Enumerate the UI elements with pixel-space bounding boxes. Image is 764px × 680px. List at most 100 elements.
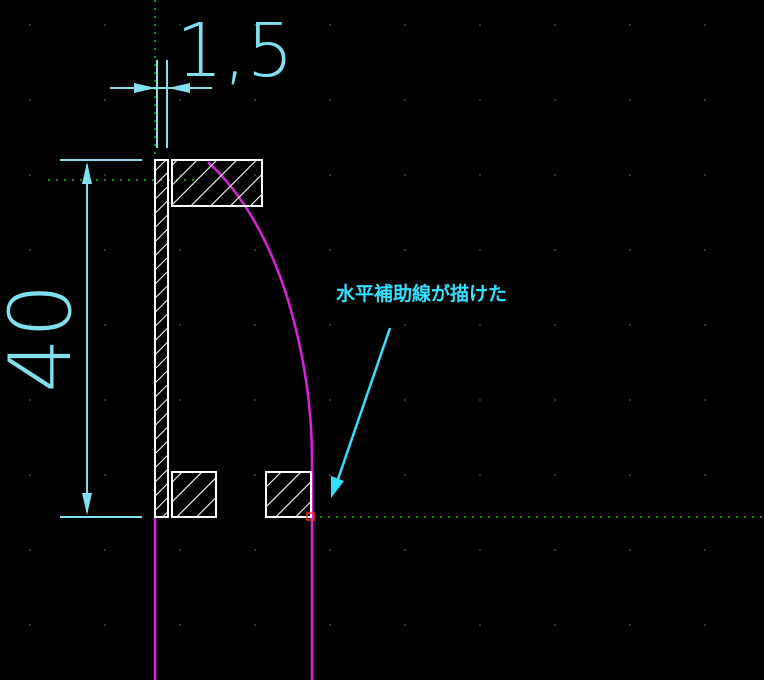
grid-dot xyxy=(404,324,406,326)
grid-dot xyxy=(329,549,331,551)
grid-dot xyxy=(629,24,631,26)
grid-dot xyxy=(404,249,406,251)
grid-dot xyxy=(329,174,331,176)
grid-dot xyxy=(329,99,331,101)
grid-dot xyxy=(479,174,481,176)
bottom-left-block[interactable] xyxy=(171,471,217,518)
grid-dot xyxy=(629,324,631,326)
grid-dot xyxy=(404,474,406,476)
arc-curve[interactable] xyxy=(207,161,314,680)
grid-dot xyxy=(479,474,481,476)
grid-dot xyxy=(629,249,631,251)
grid-dot xyxy=(179,24,181,26)
grid-dot xyxy=(329,624,331,626)
annotation-callout: 水平補助線が描けた xyxy=(331,282,507,498)
grid-dot xyxy=(29,24,31,26)
annotation-arrow-shaft xyxy=(334,327,392,486)
grid-dot xyxy=(629,399,631,401)
thin-vertical-plate[interactable] xyxy=(154,159,169,518)
grid-dot xyxy=(554,324,556,326)
grid-dot xyxy=(254,324,256,326)
grid-dot xyxy=(104,624,106,626)
grid-dot xyxy=(179,399,181,401)
grid-dot xyxy=(29,324,31,326)
grid-dot xyxy=(704,249,706,251)
grid-dot xyxy=(29,399,31,401)
grid-dot xyxy=(254,474,256,476)
grid-dot xyxy=(629,474,631,476)
dimension-arrow-top xyxy=(82,162,92,184)
grid-dot xyxy=(404,549,406,551)
grid-dot xyxy=(479,624,481,626)
grid-dot xyxy=(704,399,706,401)
grid-dot xyxy=(704,24,706,26)
grid-dot xyxy=(629,174,631,176)
grid-dot xyxy=(104,399,106,401)
snap-point-marker xyxy=(306,512,315,521)
grid-dot xyxy=(479,249,481,251)
grid-dot xyxy=(104,474,106,476)
grid-dot xyxy=(329,24,331,26)
annotation-arrow-head xyxy=(331,476,344,498)
grid-dot xyxy=(404,24,406,26)
grid-dot xyxy=(404,99,406,101)
grid-dot xyxy=(554,624,556,626)
hatched-parts xyxy=(154,159,312,518)
grid-dot xyxy=(104,174,106,176)
grid-dot xyxy=(29,249,31,251)
grid-dot xyxy=(329,399,331,401)
grid-dot xyxy=(254,624,256,626)
grid-dot xyxy=(254,99,256,101)
annotation-label: 水平補助線が描けた xyxy=(336,282,507,305)
grid-dot xyxy=(104,249,106,251)
grid-dot xyxy=(629,99,631,101)
bottom-right-block[interactable] xyxy=(265,471,312,518)
grid-dot xyxy=(704,174,706,176)
grid-dot xyxy=(704,624,706,626)
grid-dot xyxy=(179,249,181,251)
grid-dot xyxy=(29,99,31,101)
grid-dot xyxy=(554,549,556,551)
grid-dot xyxy=(479,399,481,401)
grid-dot xyxy=(179,549,181,551)
grid-dot xyxy=(554,24,556,26)
grid-dot xyxy=(704,474,706,476)
width-dimension[interactable]: 1,5 xyxy=(110,8,294,148)
grid-dot xyxy=(629,549,631,551)
grid-dot xyxy=(554,99,556,101)
grid-dot xyxy=(179,324,181,326)
grid-dot xyxy=(404,624,406,626)
grid-dot xyxy=(329,474,331,476)
grid-dot xyxy=(104,99,106,101)
grid-dot xyxy=(104,24,106,26)
grid-dot xyxy=(404,174,406,176)
grid-dot xyxy=(479,99,481,101)
top-block[interactable] xyxy=(171,159,263,207)
grid-dot xyxy=(329,249,331,251)
grid-dot xyxy=(254,399,256,401)
grid-dot xyxy=(254,549,256,551)
grid-dot xyxy=(179,99,181,101)
grid-dot xyxy=(404,399,406,401)
grid-dot xyxy=(29,174,31,176)
grid-dot xyxy=(554,249,556,251)
grid-dot xyxy=(329,324,331,326)
grid-dot xyxy=(29,549,31,551)
grid-dot xyxy=(254,24,256,26)
grid-dot xyxy=(704,99,706,101)
height-dimension[interactable]: 40 xyxy=(0,159,142,518)
grid-dot xyxy=(554,399,556,401)
grid-dot xyxy=(179,624,181,626)
grid-dot xyxy=(104,549,106,551)
grid-dot xyxy=(479,324,481,326)
grid-dot xyxy=(479,24,481,26)
width-arrow-right xyxy=(168,83,190,93)
grid-dot xyxy=(479,549,481,551)
grid-dot xyxy=(704,324,706,326)
guide-lines xyxy=(48,0,764,518)
height-dimension-value: 40 xyxy=(0,283,91,392)
grid-dot xyxy=(29,624,31,626)
grid-dot xyxy=(254,249,256,251)
